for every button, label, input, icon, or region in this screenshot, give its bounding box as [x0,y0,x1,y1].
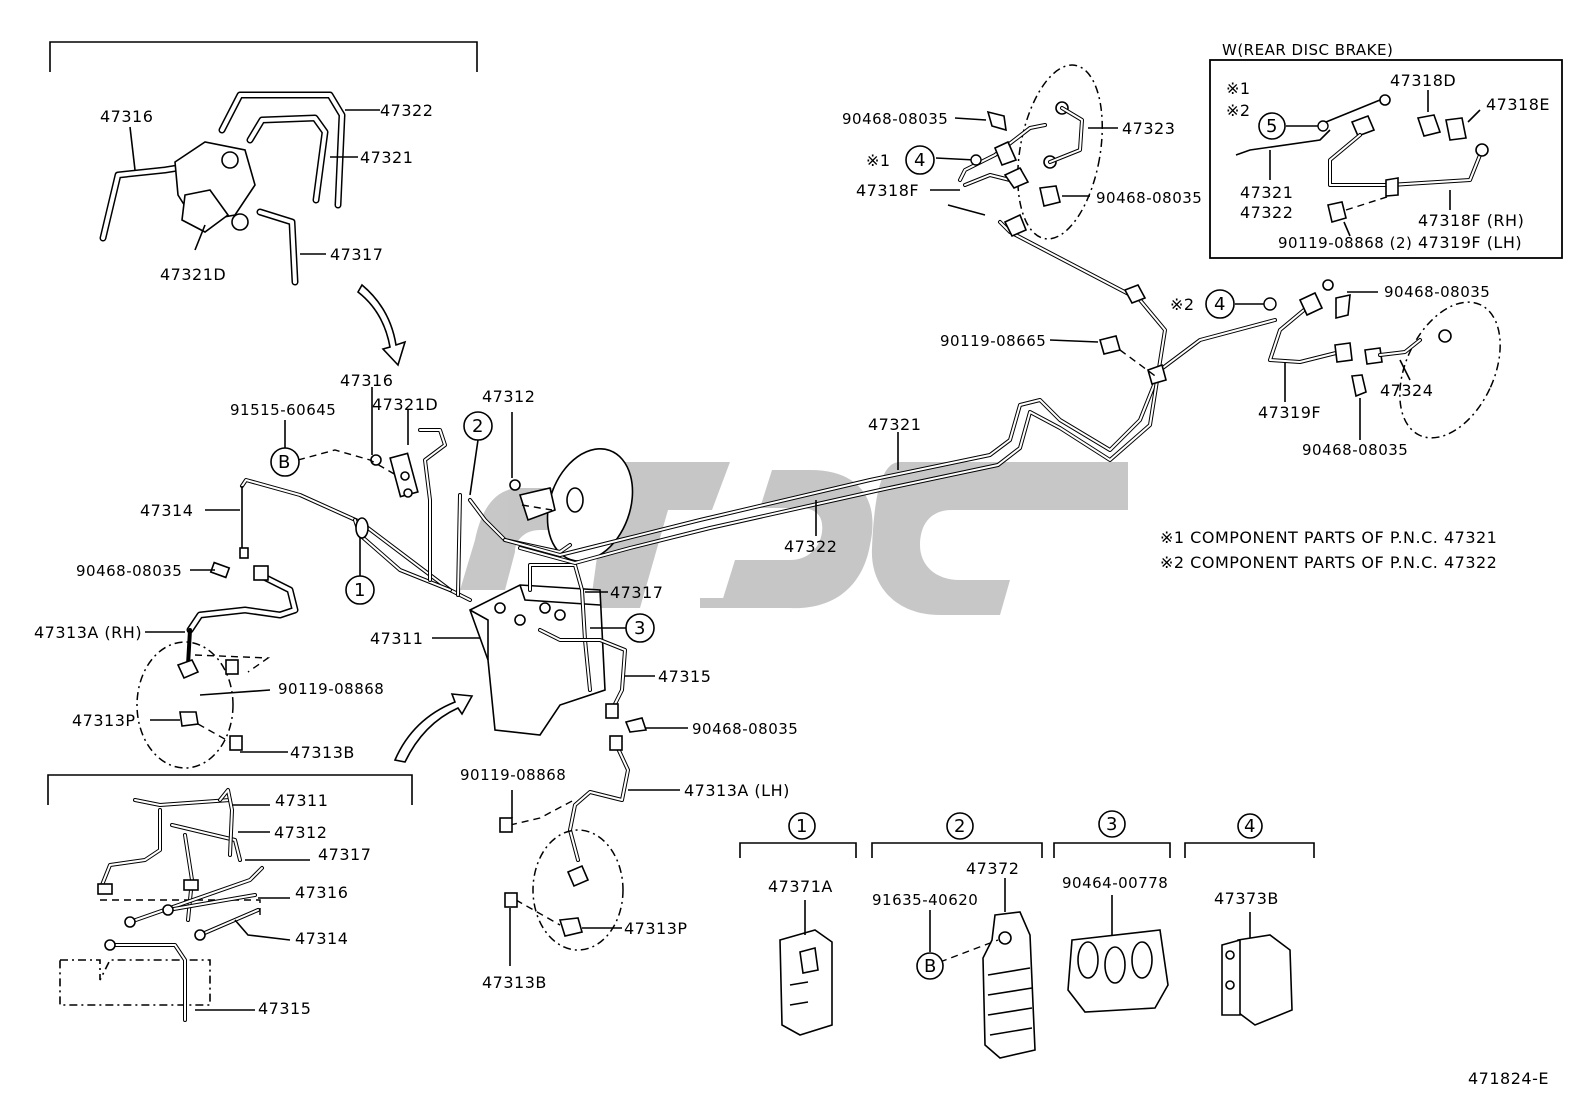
top-left-inset: 47316 47322 47321 47317 47321D [49,41,478,286]
label-90119-a: 90119-08868 [278,680,384,698]
label-47317: 47317 [330,245,383,264]
circle-1-marker [345,575,375,605]
label-90468-a: 90468-08035 [76,562,182,580]
rear-brake-lines: 47321 47322 [503,213,1277,565]
label-47323: 47323 [1122,119,1175,138]
label-47324: 47324 [1380,381,1433,400]
inset-47321: 47321 [1240,183,1293,202]
label-47313p: 47313P [72,711,136,730]
clamp-circle-2 [946,812,974,840]
circle-5-marker [1258,112,1286,140]
label-47313a-rh: 47313A (RH) [34,623,142,642]
label-47314-main: 47314 [140,501,193,520]
label-90468-d: 90468-08035 [1096,189,1202,207]
label-47322: 47322 [380,101,433,120]
clamp-circle-4-text: 4 [1244,816,1256,837]
clamp-circle-4 [1237,813,1263,839]
circle-2-text: 2 [472,416,484,437]
label-47321-main: 47321 [868,415,921,434]
rear-brake-upper: 90468-08035 47323 ※1 4 47318F 90468-0803… [842,64,1202,240]
note1-upper: ※1 [866,151,891,170]
arrow-down-icon [356,283,407,367]
label-47318f: 47318F [856,181,919,200]
main-assembly: 47316 91515-60645 47321D 47312 B 2 1 3 4… [34,371,798,992]
inset-90119-2: 90119-08868 (2) [1278,234,1412,252]
clamp-circle-1 [788,812,816,840]
inset-note2: ※2 [1226,101,1251,120]
circle-b-text: B [278,452,291,473]
label-47321: 47321 [360,148,413,167]
circle-2-marker [463,411,493,441]
circle-1-text: 1 [354,580,366,601]
inset-47318e: 47318E [1486,95,1550,114]
circle-4-marker [905,145,935,175]
circle-4-text: 4 [914,150,926,171]
inset-note1: ※1 [1226,79,1251,98]
inset-bl-47316: 47316 [295,883,348,902]
label-47321d: 47321D [160,265,226,284]
label-90468-c: 90468-08035 [842,110,948,128]
circle-5-text: 5 [1266,116,1278,137]
label-90468-f: 90468-08035 [1302,441,1408,459]
label-90119-b: 90119-08868 [460,766,566,784]
circle-4b-text: 4 [1214,294,1226,315]
clamp-circle-1-text: 1 [796,816,808,837]
clamp-47371a: 47371A [768,877,833,896]
label-47317-main: 47317 [610,583,663,602]
circle-4b-marker [1205,289,1235,319]
label-90119-c: 90119-08665 [940,332,1046,350]
label-47313b-2: 47313B [482,973,547,992]
clamp-b-marker [916,952,944,980]
label-47313b: 47313B [290,743,355,762]
clamp-90464: 90464-00778 [1062,874,1168,892]
clamp-91635: 91635-40620 [872,891,978,909]
label-90468-b: 90468-08035 [692,720,798,738]
footer-code: 471824-E [1468,1069,1549,1088]
inset-rear-disc-brake: W(REAR DISC BRAKE) ※1 ※2 5 47318D 47318E… [1209,41,1563,259]
clamp-circle-3 [1098,810,1126,838]
clamps-row: 1 2 3 4 B 47371A 47372 91635-4 [739,810,1315,1059]
inset-title: W(REAR DISC BRAKE) [1222,41,1393,59]
label-47315-main: 47315 [658,667,711,686]
note2-lower: ※2 [1170,295,1195,314]
label-47312-main: 47312 [482,387,535,406]
label-47313a-lh: 47313A (LH) [684,781,790,800]
clamp-47373b: 47373B [1214,889,1279,908]
label-47322-main: 47322 [784,537,837,556]
inset-bl-47311: 47311 [275,791,328,810]
rear-brake-lower: ※2 4 90468-08035 90119-08665 47319F 4732… [940,279,1501,459]
label-47321d-main: 47321D [372,395,438,414]
inset-bl-47314: 47314 [295,929,348,948]
inset-bl-47312: 47312 [274,823,327,842]
clamp-circle-2-text: 2 [954,816,966,837]
inset-bl-47317: 47317 [318,845,371,864]
inset-47318d: 47318D [1390,71,1456,90]
circle-3-marker [625,613,655,643]
inset-bl-47315: 47315 [258,999,311,1018]
label-47316-main: 47316 [340,371,393,390]
label-47313p-2: 47313P [624,919,688,938]
clamp-circle-3-text: 3 [1106,814,1118,835]
inset-47318f-rh: 47318F (RH) [1418,211,1524,230]
legend: ※1 COMPONENT PARTS OF P.N.C. 47321 ※2 CO… [1160,528,1497,572]
clamp-47372: 47372 [966,859,1019,878]
inset-47319f-lh: 47319F (LH) [1418,233,1522,252]
bottom-left-inset: 47311 47312 47317 47316 47314 47315 [47,774,413,1022]
label-47319f: 47319F [1258,403,1321,422]
inset-47322: 47322 [1240,203,1293,222]
circle-3-text: 3 [634,618,646,639]
clamp-b-text: B [924,956,937,977]
legend-line-2: ※2 COMPONENT PARTS OF P.N.C. 47322 [1160,553,1497,572]
label-47311-main: 47311 [370,629,423,648]
label-91515: 91515-60645 [230,401,336,419]
label-47316: 47316 [100,107,153,126]
label-90468-e: 90468-08035 [1384,283,1490,301]
legend-line-1: ※1 COMPONENT PARTS OF P.N.C. 47321 [1160,528,1497,547]
